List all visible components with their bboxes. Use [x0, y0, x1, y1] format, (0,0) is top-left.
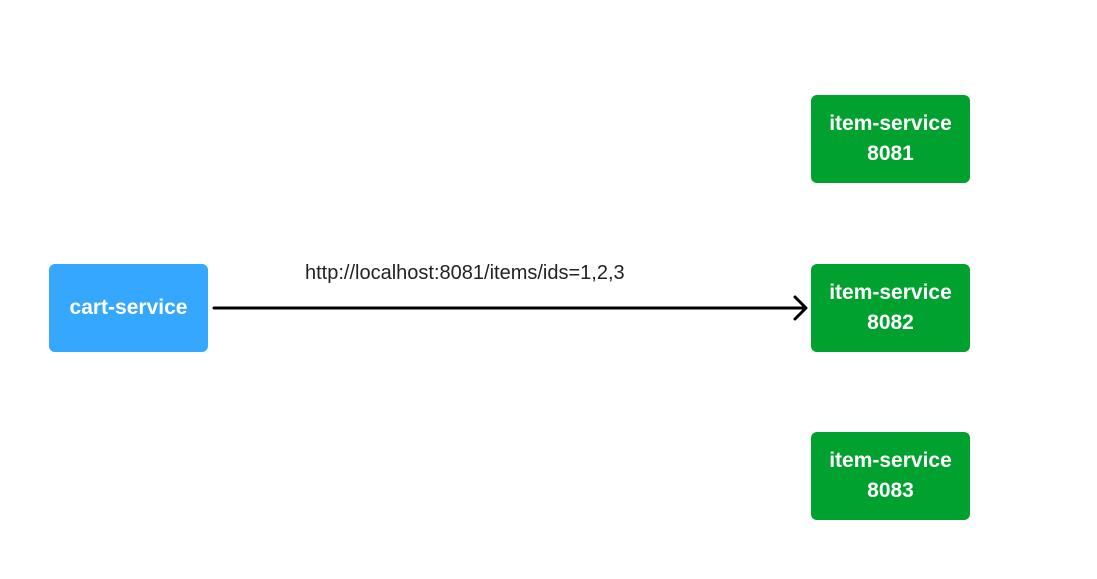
item-service-name: item-service — [829, 281, 952, 304]
item-service-node-8081: item-service 8081 — [811, 95, 970, 183]
item-service-node-8083: item-service 8083 — [811, 432, 970, 520]
item-service-port: 8082 — [867, 311, 914, 334]
item-service-name: item-service — [829, 112, 952, 135]
item-service-name: item-service — [829, 449, 952, 472]
request-url-label: http://localhost:8081/items/ids=1,2,3 — [305, 262, 625, 284]
item-service-port: 8081 — [867, 142, 914, 165]
item-service-node-8082: item-service 8082 — [811, 264, 970, 352]
request-arrowhead — [793, 295, 808, 321]
item-service-port: 8083 — [867, 479, 914, 502]
cart-service-node: cart-service — [49, 264, 208, 352]
cart-service-label: cart-service — [69, 296, 188, 319]
